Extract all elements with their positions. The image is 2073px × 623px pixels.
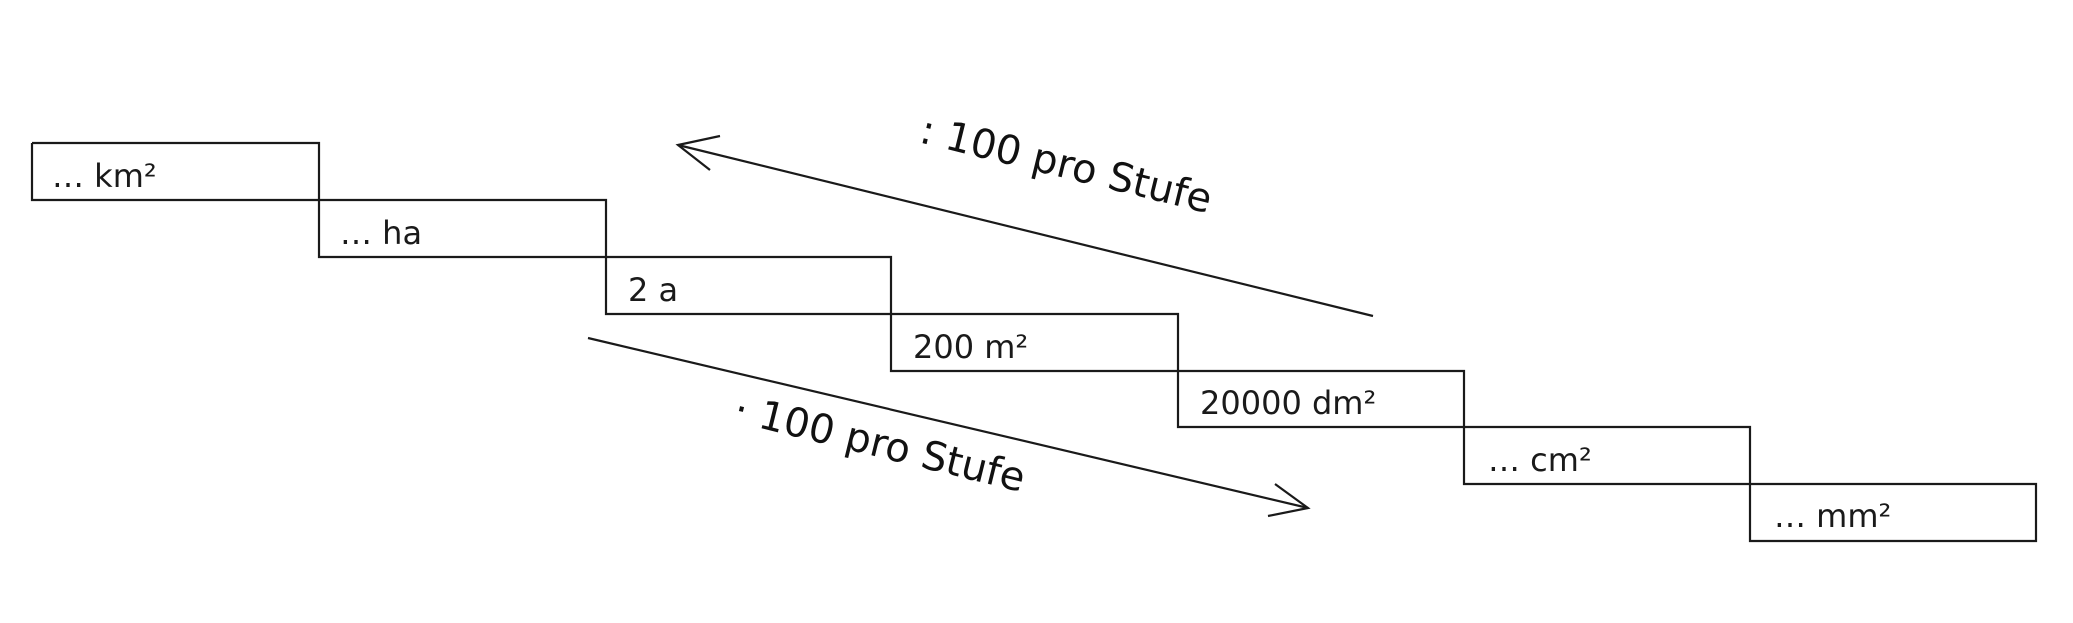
step-label-cm2: … cm² xyxy=(1488,441,1592,479)
step-label-ha: … ha xyxy=(340,214,422,252)
arrow-up-left xyxy=(675,134,1374,318)
arrow-down-shaft xyxy=(587,336,1309,510)
step-label-mm2: … mm² xyxy=(1774,497,1891,535)
arrow-up-label: : 100 pro Stufe xyxy=(916,107,1217,223)
arrow-down-label: · 100 pro Stufe xyxy=(730,386,1030,502)
step-label-m2: 200 m² xyxy=(913,328,1028,366)
arrow-down-right xyxy=(587,336,1311,518)
arrow-up-head-icon xyxy=(675,134,721,171)
staircase-outline xyxy=(30,141,2038,543)
step-label-dm2: 20000 dm² xyxy=(1200,384,1376,422)
arrow-up-shaft xyxy=(677,143,1374,318)
step-label-a: 2 a xyxy=(628,271,678,309)
step-label-km2: … km² xyxy=(52,157,157,195)
arrow-down-head-icon xyxy=(1267,483,1311,518)
